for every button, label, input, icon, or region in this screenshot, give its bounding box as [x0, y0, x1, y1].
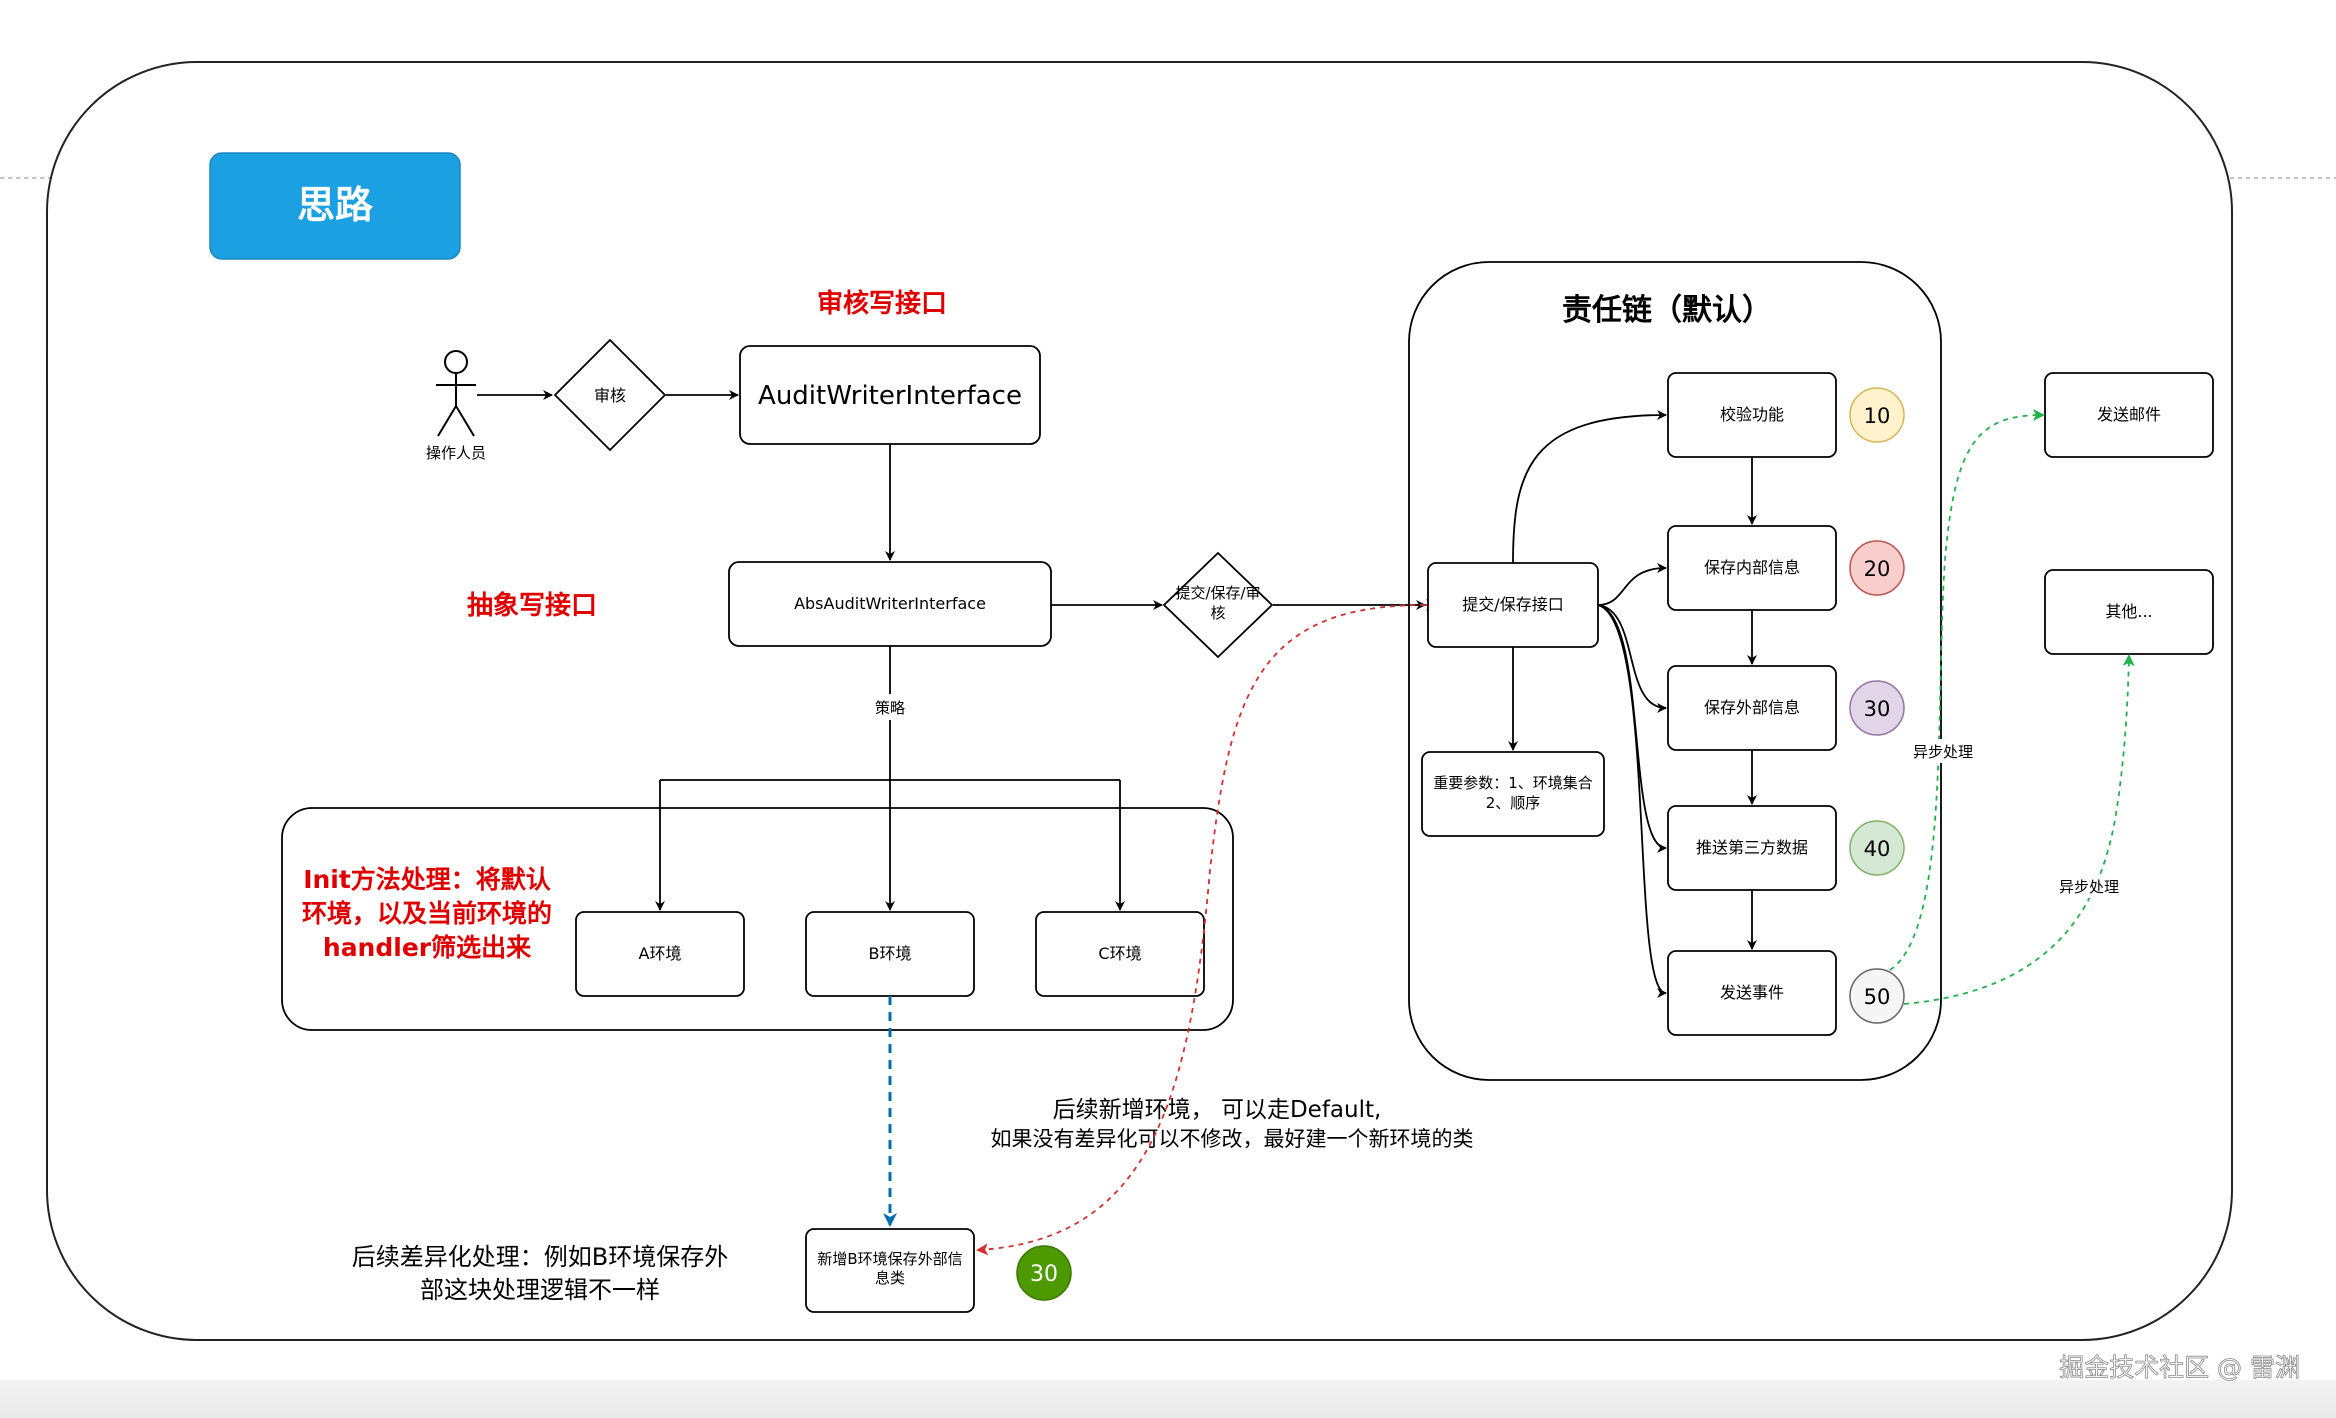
strategy-label-bg: [868, 694, 912, 720]
chain-entry-label: 提交/保存接口: [1462, 595, 1563, 614]
chain-step-5-order-badge: [1849, 968, 1905, 1024]
idea-title: 思路: [297, 183, 374, 227]
actor-icon: [436, 350, 476, 437]
abstract-interface-caption: 抽象写接口: [467, 590, 597, 621]
default-env-note-line-1: 后续新增环境， 可以走Default,: [1053, 1097, 1382, 1123]
strategy-label: 策略: [875, 699, 905, 717]
chain-container: [1408, 261, 1942, 1081]
chain-step-1-label: 校验功能: [1720, 405, 1784, 424]
edge-entry-to-step-2: [1597, 563, 1667, 606]
async-email-label: 发送邮件: [2097, 405, 2161, 424]
chain-title: 责任链（默认）: [1562, 293, 1772, 328]
environment-container: [281, 807, 1234, 1031]
async-label-1-bg: [1910, 739, 1976, 763]
new-b-class-line-2: 息类: [875, 1269, 905, 1287]
async-label-2: 异步处理: [2059, 878, 2119, 896]
abs-audit-writer-interface-label: AbsAuditWriterInterface: [794, 594, 986, 613]
chain-step-2-order: 20: [1864, 557, 1891, 581]
audit-interface-caption: 审核写接口: [817, 288, 947, 319]
env-b-label: B环境: [869, 944, 912, 963]
chain-step-4-order-badge: [1849, 820, 1905, 876]
default-env-note-line-2: 如果没有差异化可以不修改，最好建一个新环境的类: [991, 1127, 1474, 1151]
chain-step-4-order: 40: [1864, 837, 1891, 861]
submit-decision[interactable]: [1162, 551, 1274, 659]
chain-step-2-label: 保存内部信息: [1704, 558, 1800, 577]
async-email-box[interactable]: [2044, 372, 2214, 458]
chain-step-5-label: 发送事件: [1720, 983, 1784, 1002]
idea-badge[interactable]: [209, 152, 461, 260]
init-note-line-2: 环境，以及当前环境的: [302, 899, 552, 928]
chain-step-3-order-badge: [1849, 680, 1905, 736]
env-a-box[interactable]: [575, 911, 745, 997]
footer-strip: [0, 1380, 2336, 1418]
env-c-label: C环境: [1098, 944, 1141, 963]
async-label-2-bg: [2056, 874, 2122, 898]
chain-step-3-order: 30: [1864, 697, 1891, 721]
diff-note-line-1: 后续差异化处理：例如B环境保存外: [352, 1243, 728, 1271]
audit-writer-interface-label: AuditWriterInterface: [758, 381, 1022, 411]
review-decision[interactable]: [553, 338, 667, 452]
new-b-order-badge: [1016, 1245, 1072, 1301]
new-b-order-value: 30: [1030, 1262, 1058, 1287]
review-decision-label: 审核: [594, 386, 626, 405]
edge-entry-to-step-5: [1597, 604, 1667, 998]
new-b-class-box[interactable]: [805, 1228, 975, 1313]
submit-decision-line-1: 提交/保存/审: [1175, 584, 1260, 602]
submit-decision-line-2: 核: [1210, 604, 1225, 622]
async-label-1: 异步处理: [1913, 743, 1973, 761]
chain-step-5-box[interactable]: [1667, 950, 1837, 1036]
new-b-class-line-1: 新增B环境保存外部信: [817, 1250, 962, 1268]
init-note-line-1: Init方法处理：将默认: [303, 865, 551, 894]
edge-entry-to-step-3: [1597, 604, 1667, 713]
chain-params-line-1: 重要参数：1、环境集合: [1433, 774, 1593, 792]
async-other-box[interactable]: [2044, 569, 2214, 655]
edge-entry-to-step-1: [1512, 410, 1667, 564]
chain-step-1-order: 10: [1864, 404, 1891, 428]
chain-step-4-label: 推送第三方数据: [1696, 838, 1808, 857]
async-other-label: 其他...: [2105, 602, 2152, 621]
edge-new-class-to-chain: [976, 604, 1426, 1256]
chain-step-2-order-badge: [1849, 540, 1905, 596]
env-c-box[interactable]: [1035, 911, 1205, 997]
edge-event-to-other: [1903, 654, 2135, 1005]
env-a-label: A环境: [639, 944, 682, 963]
chain-step-5-order: 50: [1864, 985, 1891, 1009]
chain-params-line-2: 2、顺序: [1486, 794, 1541, 812]
chain-step-1-order-badge: [1849, 387, 1905, 443]
actor-label: 操作人员: [426, 444, 486, 462]
diff-note-line-2: 部这块处理逻辑不一样: [420, 1276, 660, 1304]
chain-params-box[interactable]: [1421, 751, 1605, 837]
chain-step-3-label: 保存外部信息: [1704, 698, 1800, 717]
init-note-line-3: handler筛选出来: [323, 933, 532, 962]
